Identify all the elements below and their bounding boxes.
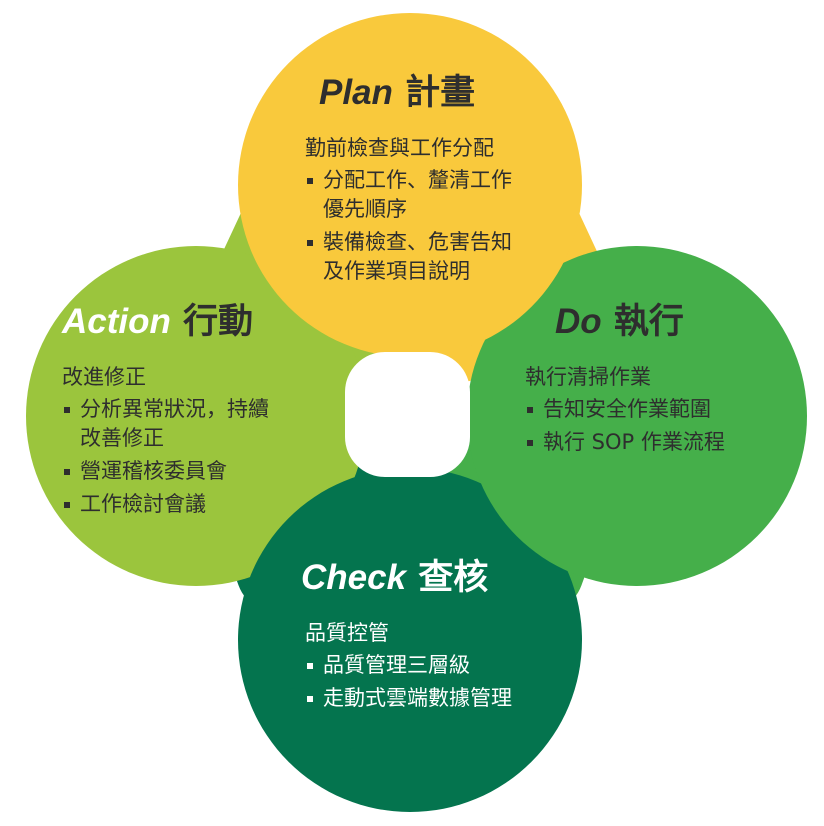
plan-title-zh: 計畫	[405, 73, 476, 113]
check-subtitle: 品質控管	[305, 621, 389, 645]
check-item-line: 品質管理三層級	[323, 653, 470, 677]
do-item-line: 執行 SOP 作業流程	[543, 430, 725, 454]
check-title-en: Check	[301, 558, 407, 597]
do-item: 執行 SOP 作業流程	[525, 428, 785, 457]
action-item: 營運稽核委員會	[62, 457, 322, 486]
action-title: Action 行動	[62, 301, 322, 343]
plan-item-line: 優先順序	[323, 197, 407, 221]
do-title-en: Do	[555, 302, 602, 341]
do-section: Do 執行 執行清掃作業 告知安全作業範圍 執行 SOP 作業流程	[525, 301, 785, 457]
action-item-line: 分析異常狀況，持續	[80, 397, 269, 421]
check-item-line: 走動式雲端數據管理	[323, 686, 512, 710]
do-list: 告知安全作業範圍 執行 SOP 作業流程	[525, 395, 785, 457]
check-item: 走動式雲端數據管理	[305, 684, 565, 713]
plan-item-line: 及作業項目說明	[323, 259, 470, 283]
plan-circle	[238, 13, 582, 357]
action-subtitle: 改進修正	[62, 365, 146, 389]
do-title-zh: 執行	[613, 302, 684, 342]
action-item-line: 改善修正	[80, 426, 164, 450]
do-item-line: 告知安全作業範圍	[543, 397, 711, 421]
action-item: 工作檢討會議	[62, 490, 322, 519]
do-circle	[467, 246, 807, 586]
check-circle	[238, 468, 582, 812]
action-section: Action 行動 改進修正 分析異常狀況，持續 改善修正 營運稽核委員會 工作…	[62, 301, 322, 519]
action-title-en: Action	[62, 302, 171, 341]
center-gap	[345, 352, 470, 477]
action-circle	[26, 246, 366, 586]
plan-title-en: Plan	[319, 73, 393, 112]
action-title-zh: 行動	[183, 302, 254, 342]
action-item: 分析異常狀況，持續 改善修正	[62, 395, 322, 453]
plan-subtitle: 勤前檢查與工作分配	[305, 136, 494, 160]
action-item-line: 營運稽核委員會	[80, 459, 227, 483]
action-list: 分析異常狀況，持續 改善修正 營運稽核委員會 工作檢討會議	[62, 395, 322, 519]
check-item: 品質管理三層級	[305, 651, 565, 680]
plan-item-line: 裝備檢查、危害告知	[323, 230, 512, 254]
plan-title: Plan 計畫	[305, 72, 555, 114]
check-title-zh: 查核	[418, 558, 489, 598]
plan-section: Plan 計畫 勤前檢查與工作分配 分配工作、釐清工作 優先順序 裝備檢查、危害…	[305, 72, 555, 286]
plan-list: 分配工作、釐清工作 優先順序 裝備檢查、危害告知 及作業項目說明	[305, 166, 555, 286]
do-title: Do 執行	[525, 301, 785, 343]
plan-item-line: 分配工作、釐清工作	[323, 168, 512, 192]
do-subtitle: 執行清掃作業	[525, 365, 651, 389]
plan-item: 分配工作、釐清工作 優先順序	[305, 166, 555, 224]
do-item: 告知安全作業範圍	[525, 395, 785, 424]
check-list: 品質管理三層級 走動式雲端數據管理	[305, 651, 565, 713]
plan-item: 裝備檢查、危害告知 及作業項目說明	[305, 228, 555, 286]
check-section: Check 查核 品質控管 品質管理三層級 走動式雲端數據管理	[301, 557, 565, 713]
check-title: Check 查核	[301, 557, 565, 599]
action-item-line: 工作檢討會議	[80, 492, 206, 516]
